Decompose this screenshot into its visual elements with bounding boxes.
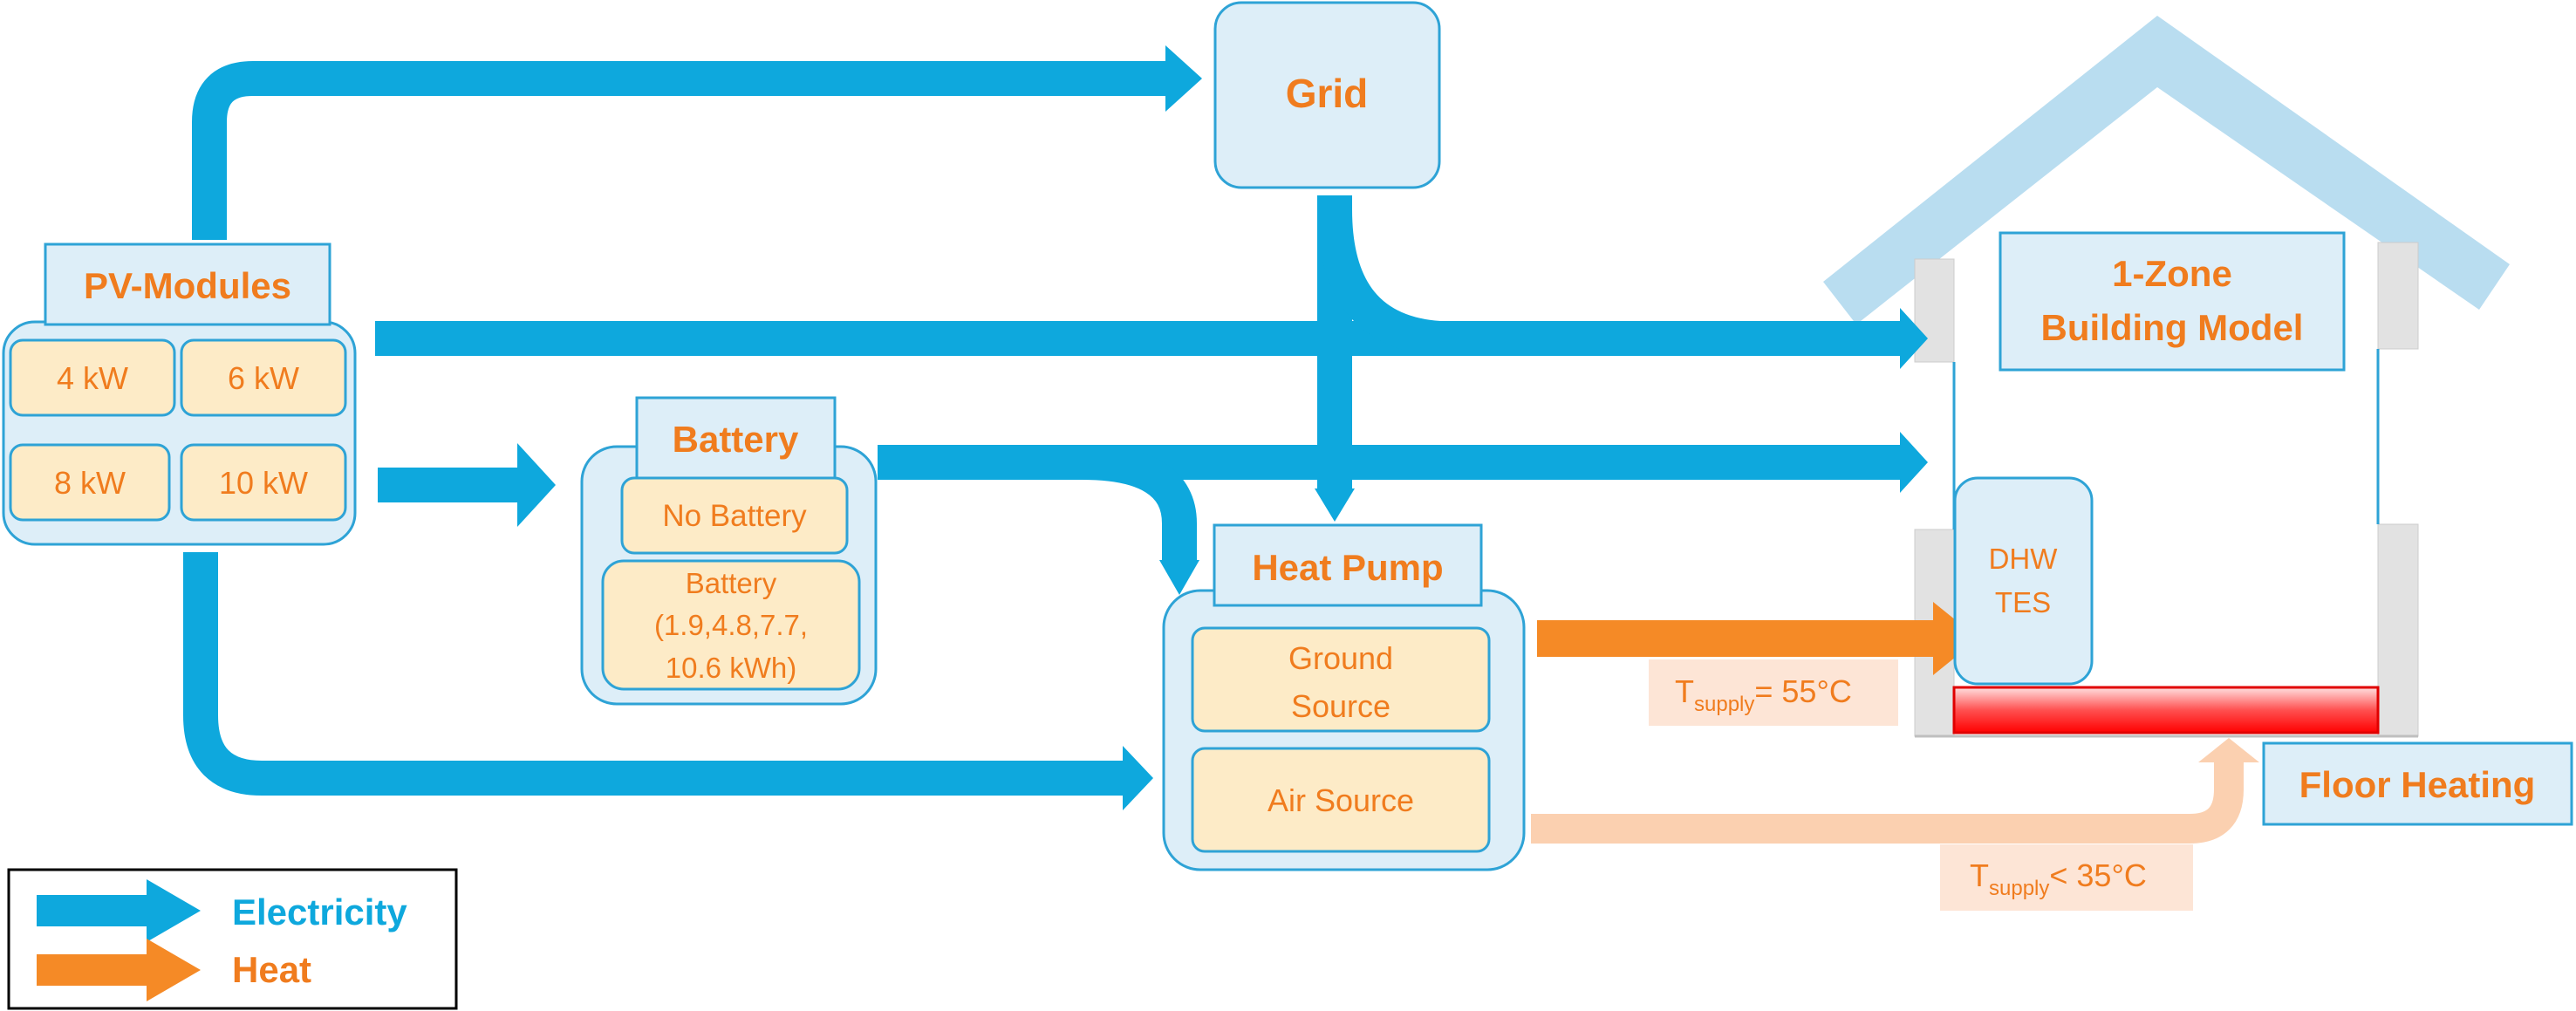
flow-battery-to-heatpump: [1081, 445, 1197, 563]
t-supply-dhw-t: T: [1675, 673, 1694, 709]
arrowhead-building-2: [1900, 432, 1928, 493]
flow-pv-to-heatpump: [183, 552, 1125, 796]
dhw-tes-line1: DHW: [1989, 543, 2059, 575]
building-model-line1: 1-Zone: [2112, 253, 2232, 294]
arrowhead-heatpump-bottom: [1123, 746, 1153, 810]
house-wall-right-upper: [2377, 242, 2419, 350]
hp-option-air: Air Source: [1268, 782, 1414, 818]
pv-option-10kw: 10 kW: [219, 465, 308, 501]
electricity-flows: [183, 61, 1902, 796]
t-supply-floor-label: Tsupply< 35°C: [1940, 844, 2193, 911]
t-supply-dhw-label: Tsupply= 55°C: [1649, 659, 1898, 726]
legend-heat-head: [147, 939, 201, 1001]
floor-heating-node[interactable]: Floor Heating: [2262, 741, 2573, 826]
floor-heating-box: [2262, 741, 2573, 826]
t-supply-dhw-sub: supply: [1694, 693, 1754, 716]
pv-option-6kw: 6 kW: [228, 360, 299, 396]
arrowhead-floor: [2198, 738, 2259, 762]
battery-option-line1: Battery: [686, 567, 777, 599]
building-model-node[interactable]: 1-Zone Building Model: [1999, 231, 2346, 372]
svg-text:Tsupply= 55°C: Tsupply= 55°C: [1675, 673, 1852, 716]
legend-electricity-label: Electricity: [232, 891, 407, 932]
legend-heat-label: Heat: [232, 949, 311, 990]
legend-heat-shaft: [37, 954, 150, 986]
pv-modules-node[interactable]: PV-Modules 4 kW 6 kW 8 kW 10 kW: [2, 243, 357, 546]
battery-title: Battery: [673, 419, 799, 460]
battery-option-line3: 10.6 kWh): [666, 652, 796, 684]
pv-option-10kw-box[interactable]: [180, 443, 347, 522]
t-supply-dhw-bg: [1649, 659, 1898, 726]
battery-option-sizes-box[interactable]: [601, 559, 861, 691]
pv-option-4kw: 4 kW: [57, 360, 128, 396]
hp-option-ground-box[interactable]: [1191, 626, 1491, 733]
arrowhead-battery: [517, 443, 556, 527]
legend-electricity-head: [147, 879, 201, 942]
house-roof: [1823, 16, 2510, 324]
t-supply-floor-bg: [1940, 844, 2193, 911]
pv-option-8kw: 8 kW: [54, 465, 126, 501]
house: [1823, 16, 2510, 738]
building-model-line2: Building Model: [2041, 307, 2304, 348]
electricity-arrowheads: [517, 45, 1928, 810]
grid-label: Grid: [1286, 71, 1369, 116]
heat-pump-title-box: [1213, 523, 1483, 607]
dhw-tes-line2: TES: [1995, 586, 2051, 618]
legend-electricity-shaft: [37, 895, 150, 926]
flow-pv-to-grid: [192, 61, 1169, 240]
arrowhead-building-1: [1900, 308, 1928, 369]
t-supply-floor-sub: supply: [1989, 877, 2049, 900]
floor-heating-strip: [1952, 686, 2380, 734]
arrowhead-grid: [1165, 45, 1202, 112]
building-model-box: [1999, 231, 2346, 372]
pv-option-4kw-box[interactable]: [9, 338, 176, 417]
t-supply-floor-t: T: [1970, 857, 1989, 893]
battery-option-none-box[interactable]: [620, 476, 849, 555]
dhw-tes-node[interactable]: DHW TES: [1953, 476, 2094, 686]
pv-option-8kw-box[interactable]: [9, 443, 171, 522]
battery-option-none: No Battery: [662, 499, 807, 533]
svg-text:Tsupply< 35°C: Tsupply< 35°C: [1970, 857, 2147, 900]
legend: Electricity Heat: [7, 868, 458, 1010]
heat-pump-title: Heat Pump: [1252, 547, 1443, 588]
arrowhead-heatpump-left: [1159, 560, 1199, 595]
house-wall-left-upper: [1914, 258, 1955, 363]
flow-heatpump-to-floor: [1531, 759, 2244, 844]
heat-pump-node[interactable]: Heat Pump Ground Source Air Source: [1162, 523, 1526, 871]
battery-node[interactable]: Battery No Battery Battery (1.9,4.8,7.7,…: [580, 396, 878, 706]
flow-grid-to-building: [1317, 208, 1441, 356]
pv-modules-title-box: [44, 243, 331, 326]
t-supply-dhw-value: = 55°C: [1754, 673, 1851, 709]
battery-option-line2: (1.9,4.8,7.7,: [654, 609, 808, 641]
hp-option-air-box[interactable]: [1191, 747, 1491, 853]
arrowhead-heatpump-top: [1315, 488, 1355, 522]
house-wall-right-lower: [2377, 523, 2419, 737]
hp-option-ground-line2: Source: [1291, 688, 1390, 724]
floor-heating-label: Floor Heating: [2299, 764, 2536, 805]
grid-node[interactable]: Grid: [1213, 1, 1441, 189]
t-supply-floor-value: < 35°C: [2049, 857, 2146, 893]
pv-modules-title: PV-Modules: [84, 265, 291, 306]
grid-box: [1213, 1, 1441, 189]
hp-option-ground-line1: Ground: [1288, 640, 1393, 676]
dhw-tes-box: [1953, 476, 2094, 686]
pv-option-6kw-box[interactable]: [180, 338, 347, 417]
